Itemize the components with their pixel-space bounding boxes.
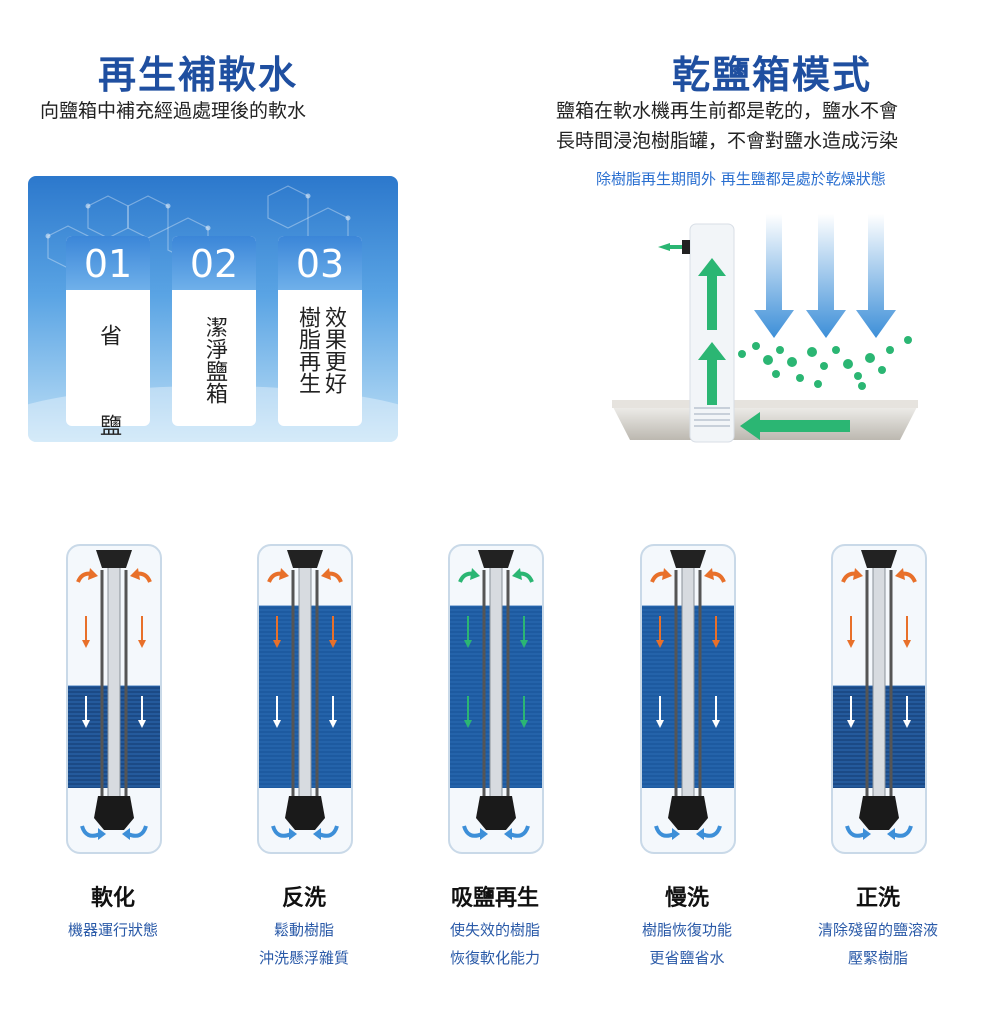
card-text-col-2: 效果更好	[321, 306, 346, 394]
stage-name: 慢洗	[664, 886, 709, 911]
stage-diagram-4	[640, 544, 736, 854]
left-subtitle: 向鹽箱中補充經過處理後的軟水	[40, 100, 307, 122]
stage-desc-line1: 樹脂恢復功能	[641, 921, 732, 939]
right-subtitle-line2: 長時間浸泡樹脂罐，不會對鹽水造成污染	[556, 130, 899, 152]
resin-tank-icon	[68, 550, 160, 840]
stage-desc-line1: 鬆動樹脂	[273, 921, 334, 939]
right-subtitle-line1: 鹽箱在軟水機再生前都是乾的，鹽水不會	[556, 100, 899, 122]
stage-desc-line2: 更省鹽省水	[649, 949, 725, 967]
stage-desc-line1: 使失效的樹脂	[449, 921, 540, 939]
stage-desc-line2: 壓緊樹脂	[847, 949, 908, 967]
feature-cards-panel: 01 省 鹽 02 潔淨鹽箱 03 樹脂再生 效果更好	[28, 176, 398, 442]
stage-desc-line2: 沖洗懸浮雜質	[258, 949, 349, 967]
stage-diagram-3	[448, 544, 544, 854]
card-text: 潔淨鹽箱	[202, 316, 227, 404]
card-text: 省 鹽	[96, 324, 121, 442]
resin-tank-icon	[450, 550, 542, 840]
stage-desc-line2: 恢復軟化能力	[449, 949, 540, 967]
stage-name: 吸鹽再生	[450, 886, 539, 911]
card-number: 03	[278, 236, 362, 290]
right-title: 乾鹽箱模式	[672, 53, 873, 97]
feature-card-03: 03 樹脂再生 效果更好	[278, 236, 362, 426]
resin-tank-icon	[642, 550, 734, 840]
stage-name: 正洗	[855, 886, 900, 911]
card-number: 02	[172, 236, 256, 290]
left-title: 再生補軟水	[98, 53, 299, 97]
stage-name: 軟化	[90, 886, 135, 911]
stage-diagram-1	[66, 544, 162, 854]
stage-diagram-2	[257, 544, 353, 854]
card-text-col-1: 樹脂再生	[295, 306, 320, 394]
feature-card-01: 01 省 鹽	[66, 236, 150, 442]
resin-tank-icon	[259, 550, 351, 840]
stage-desc-line1: 清除殘留的鹽溶液	[817, 921, 938, 939]
dry-brine-tank-illustration	[612, 214, 918, 443]
stage-name: 反洗	[281, 886, 326, 911]
feature-card-02: 02 潔淨鹽箱	[172, 236, 256, 426]
stage-desc-line1: 機器運行狀態	[67, 921, 158, 939]
dry-state-note: 除樹脂再生期間外 再生鹽都是處於乾燥狀態	[596, 170, 886, 188]
stage-diagram-5	[831, 544, 927, 854]
card-number: 01	[66, 236, 150, 290]
resin-tank-icon	[833, 550, 925, 840]
